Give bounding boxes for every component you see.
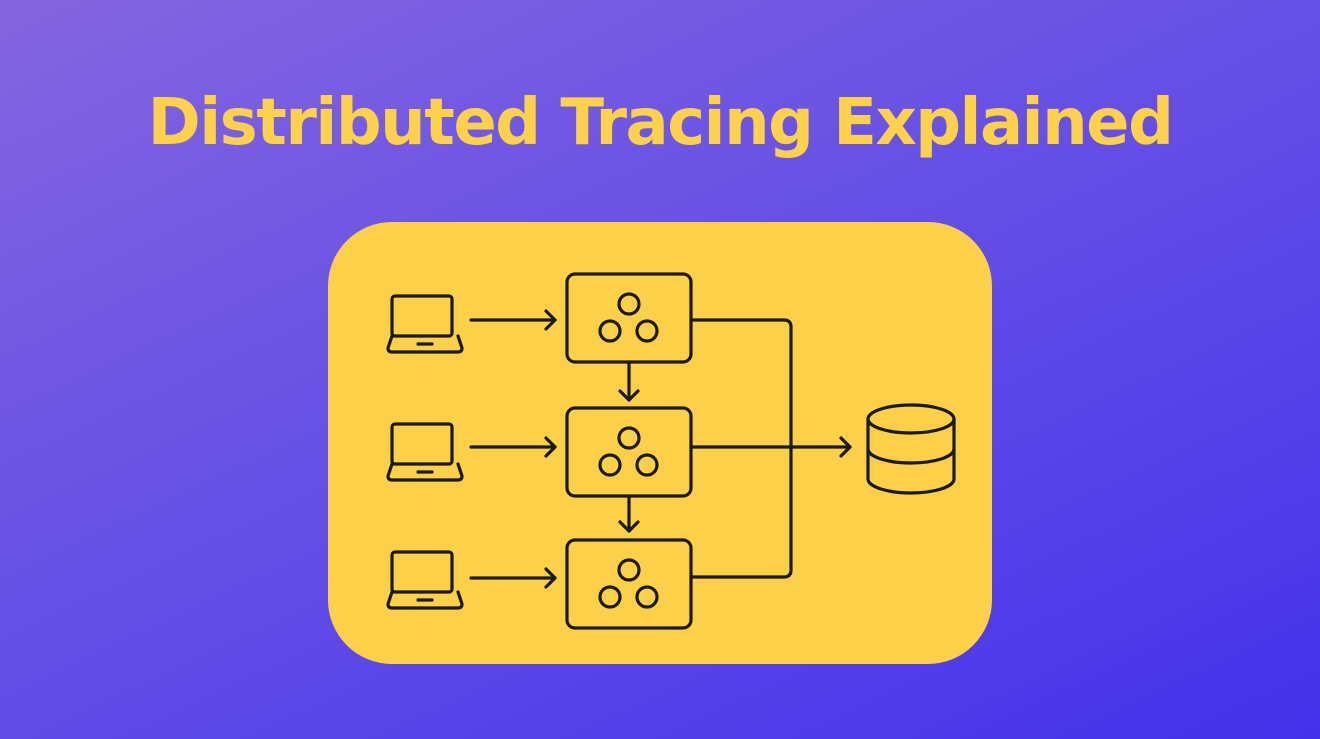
arrow-client-2-to-service-2 (469, 436, 557, 458)
arrow-service-1-to-service-2 (618, 360, 640, 402)
database-icon (866, 403, 956, 495)
client-laptop-3 (386, 550, 464, 610)
arrow-service-2-to-service-3 (618, 494, 640, 533)
service-node-2 (565, 406, 693, 498)
arrow-client-3-to-service-3 (469, 567, 557, 589)
arrow-client-1-to-service-1 (469, 309, 557, 331)
service-node-3 (565, 538, 693, 630)
page-title: Distributed Tracing Explained (147, 86, 1174, 160)
client-laptop-1 (386, 294, 464, 354)
client-laptop-2 (386, 422, 464, 482)
service-node-1 (565, 272, 693, 364)
connector-services-to-database (689, 318, 852, 579)
